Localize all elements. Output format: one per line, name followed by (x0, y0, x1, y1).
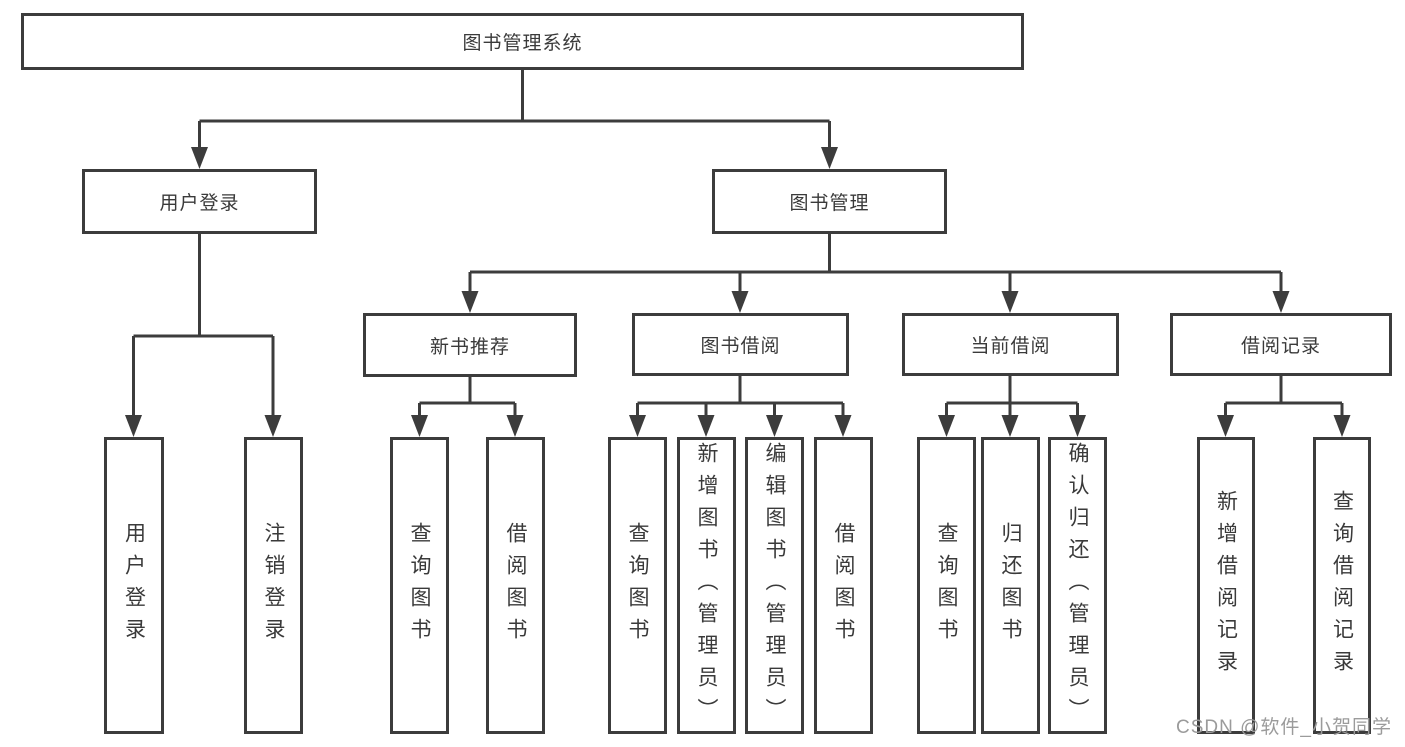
leaf-return-books-label: 归还图书 (999, 521, 1022, 650)
arrow-down-icon (731, 291, 749, 313)
node-root-label: 图书管理系统 (462, 33, 583, 54)
arrow-down-icon (821, 147, 838, 169)
leaf-add-book-admin-label: 新增图书（管理员） (695, 441, 718, 730)
connector-bookborrow-to-leaves (636, 376, 845, 418)
node-current-borrowing: 当前借阅 (902, 313, 1119, 376)
connector-root-to-level1 (198, 69, 831, 150)
leaf-query-borrow-record: 查询借阅记录 (1313, 437, 1371, 734)
arrow-down-icon (697, 415, 715, 437)
connector-records-to-leaves (1224, 376, 1344, 418)
connector-currentborrow-to-leaves (945, 376, 1079, 418)
leaf-return-books: 归还图书 (981, 437, 1040, 734)
leaf-query-books-recommend: 查询图书 (390, 437, 449, 734)
leaf-confirm-return-admin: 确认归还（管理员） (1048, 437, 1107, 734)
node-book-management: 图书管理 (712, 169, 947, 234)
leaf-user-login: 用户登录 (104, 437, 164, 734)
leaf-confirm-return-admin-label: 确认归还（管理员） (1066, 441, 1089, 730)
arrow-down-icon (411, 415, 428, 437)
node-current-borrowing-label: 当前借阅 (970, 336, 1051, 357)
node-user-login-label: 用户登录 (159, 193, 240, 214)
node-new-book-recommend-label: 新书推荐 (429, 336, 510, 358)
leaf-borrow-books-recommend: 借阅图书 (486, 437, 545, 734)
leaf-borrow-books-borrowing: 借阅图书 (814, 437, 873, 734)
csdn-watermark: CSDN @软件_小贺同学 (1176, 717, 1392, 738)
arrow-down-icon (264, 415, 282, 437)
leaf-user-login-label: 用户登录 (122, 521, 146, 650)
connector-newbookrec-to-leaves (418, 377, 517, 418)
arrow-down-icon (506, 415, 524, 437)
leaf-add-borrow-record-label: 新增借阅记录 (1214, 489, 1238, 682)
leaf-query-books-recommend-label: 查询图书 (408, 521, 431, 650)
leaf-query-books-borrowing-label: 查询图书 (626, 521, 649, 650)
leaf-query-books-borrowing: 查询图书 (608, 437, 667, 734)
node-root: 图书管理系统 (21, 13, 1024, 70)
arrow-down-icon (1001, 291, 1019, 313)
leaf-edit-book-admin: 编辑图书（管理员） (745, 437, 804, 734)
leaf-edit-book-admin-label: 编辑图书（管理员） (763, 441, 786, 730)
node-book-management-label: 图书管理 (789, 193, 870, 214)
connector-userlogin-to-leaves (132, 233, 275, 418)
leaf-query-books-current: 查询图书 (917, 437, 976, 734)
leaf-query-borrow-record-label: 查询借阅记录 (1330, 489, 1354, 682)
arrow-down-icon (1069, 415, 1086, 437)
arrow-down-icon (834, 415, 852, 437)
node-book-borrowing-label: 图书借阅 (700, 336, 781, 357)
leaf-add-book-admin: 新增图书（管理员） (677, 437, 736, 734)
leaf-logout: 注销登录 (244, 437, 303, 734)
connector-bookmgmt-to-level2 (468, 233, 1283, 294)
arrow-down-icon (191, 147, 208, 169)
leaf-borrow-books-borrowing-label: 借阅图书 (832, 521, 855, 650)
node-borrowing-records: 借阅记录 (1170, 313, 1392, 376)
leaf-query-books-current-label: 查询图书 (935, 521, 958, 650)
node-new-book-recommend: 新书推荐 (363, 313, 577, 377)
leaf-borrow-books-recommend-label: 借阅图书 (504, 521, 527, 650)
arrow-down-icon (461, 291, 479, 313)
node-borrowing-records-label: 借阅记录 (1240, 336, 1321, 357)
node-book-borrowing: 图书借阅 (632, 313, 849, 376)
arrow-down-icon (766, 415, 783, 437)
arrow-down-icon (1217, 415, 1234, 437)
arrow-down-icon (938, 415, 955, 437)
arrow-down-icon (1333, 415, 1351, 437)
arrow-down-icon (125, 415, 142, 437)
leaf-logout-label: 注销登录 (262, 521, 285, 650)
node-user-login: 用户登录 (82, 169, 317, 234)
arrowhead-icons (125, 147, 1351, 437)
arrow-down-icon (1272, 291, 1290, 313)
arrow-down-icon (1001, 415, 1019, 437)
leaf-add-borrow-record: 新增借阅记录 (1197, 437, 1255, 734)
arrow-down-icon (629, 415, 646, 437)
